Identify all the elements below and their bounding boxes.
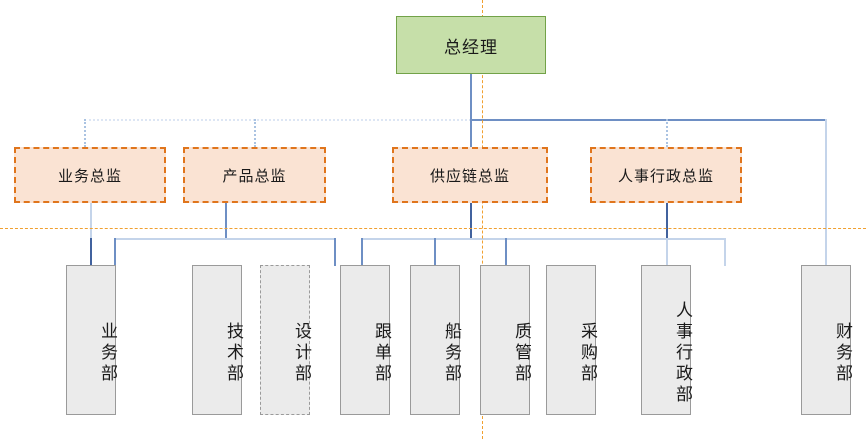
- connector-to-hr-director: [666, 119, 668, 147]
- node-hr-admin-director-label: 人事行政总监: [617, 166, 714, 185]
- node-general-manager-label: 总经理: [444, 37, 498, 58]
- node-product-director[interactable]: 产品总监: [183, 147, 326, 203]
- connector-to-tech-dept: [114, 238, 116, 266]
- node-merchandising-dept[interactable]: 跟单部: [340, 265, 391, 415]
- node-hr-admin-dept[interactable]: 人事行政部: [641, 265, 692, 415]
- connector-to-purchasing-dept: [724, 238, 726, 266]
- connector-to-merchandising-dept: [361, 238, 363, 266]
- node-design-dept-label: 设计部: [291, 321, 311, 385]
- connector-product-stem: [225, 203, 227, 238]
- node-supply-chain-director-label: 供应链总监: [429, 166, 510, 185]
- connector-business-stem: [90, 203, 92, 238]
- node-finance-dept-label: 财务部: [832, 321, 852, 385]
- connector-bus-left: [84, 119, 471, 121]
- horizontal-guide-line: [0, 228, 866, 229]
- node-design-dept[interactable]: 设计部: [260, 265, 311, 415]
- node-business-dept[interactable]: 业务部: [66, 265, 117, 415]
- node-business-dept-label: 业务部: [97, 321, 117, 385]
- connector-to-product-director: [254, 119, 256, 147]
- connector-to-supply-chain-director: [470, 119, 472, 147]
- connector-to-finance-dept: [825, 119, 827, 266]
- connector-to-business-director: [84, 119, 86, 147]
- connector-to-shipping-dept: [434, 238, 436, 266]
- connector-supply-stem: [470, 203, 472, 238]
- node-product-director-label: 产品总监: [222, 166, 287, 185]
- connector-to-quality-dept: [505, 238, 507, 266]
- node-quality-dept[interactable]: 质管部: [480, 265, 531, 415]
- node-shipping-dept[interactable]: 船务部: [410, 265, 461, 415]
- node-general-manager[interactable]: 总经理: [396, 16, 546, 74]
- node-supply-chain-director[interactable]: 供应链总监: [392, 147, 548, 203]
- node-hr-admin-director[interactable]: 人事行政总监: [590, 147, 742, 203]
- node-purchasing-dept-label: 采购部: [577, 321, 597, 385]
- connector-hr-to-dept: [666, 238, 668, 266]
- connector-product-bus: [114, 238, 336, 240]
- node-business-director-label: 业务总监: [57, 166, 122, 185]
- node-tech-dept[interactable]: 技术部: [192, 265, 243, 415]
- connector-bus-right: [470, 119, 827, 121]
- node-business-director[interactable]: 业务总监: [14, 147, 166, 203]
- node-tech-dept-label: 技术部: [223, 321, 243, 385]
- connector-hr-stem: [666, 203, 668, 238]
- node-shipping-dept-label: 船务部: [441, 321, 461, 385]
- connector-root-stem: [470, 74, 472, 119]
- node-hr-admin-dept-label: 人事行政部: [672, 300, 692, 406]
- node-merchandising-dept-label: 跟单部: [371, 321, 391, 385]
- connector-business-to-dept: [90, 238, 92, 266]
- node-quality-dept-label: 质管部: [511, 321, 531, 385]
- connector-supply-bus: [361, 238, 725, 240]
- connector-to-design-dept: [334, 238, 336, 266]
- node-purchasing-dept[interactable]: 采购部: [546, 265, 597, 415]
- node-finance-dept[interactable]: 财务部: [801, 265, 852, 415]
